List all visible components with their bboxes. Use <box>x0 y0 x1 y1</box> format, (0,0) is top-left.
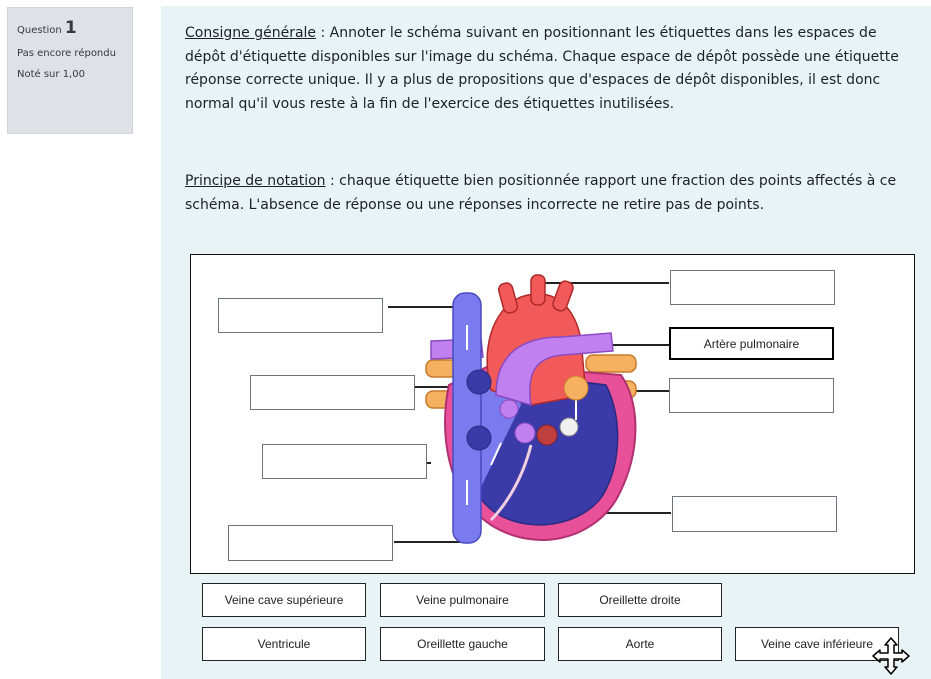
choice-oreillette-gauche[interactable]: Oreillette gauche <box>380 627 545 661</box>
valve-opening-lower <box>466 425 492 451</box>
drop-zone-2[interactable] <box>250 375 415 410</box>
aorta-branches <box>497 274 574 314</box>
choice-veine-cave-inferieure[interactable]: Veine cave inférieure <box>735 627 899 661</box>
instructions-general: Consigne générale : Annoter le schéma su… <box>185 22 920 116</box>
heart-diagram: Artère pulmonaire <box>190 254 915 574</box>
drop-zone-4[interactable] <box>228 525 393 561</box>
question-number: 1 <box>64 18 77 38</box>
choice-aorte[interactable]: Aorte <box>558 627 722 661</box>
choice-oreillette-droite[interactable]: Oreillette droite <box>558 583 722 617</box>
pulmonary-artery <box>495 332 614 407</box>
septum <box>489 444 533 522</box>
instructions-grading: Principe de notation : chaque étiquette … <box>185 170 920 217</box>
move-cursor-icon <box>872 637 910 675</box>
instructions-grading-heading: Principe de notation <box>185 173 326 189</box>
pulmonary-valve <box>499 399 519 419</box>
drop-zone-7[interactable] <box>672 496 837 532</box>
drop-zone-pulmonary-artery[interactable]: Artère pulmonaire <box>669 327 834 360</box>
instructions-grading-text: : chaque étiquette bien positionnée rapp… <box>185 173 897 213</box>
question-grade: Noté sur 1,00 <box>17 68 85 80</box>
pulmonary-vein-opening <box>563 375 589 401</box>
question-info-panel: Question 1 Pas encore répondu Noté sur 1… <box>7 7 133 134</box>
drop-zone-6[interactable] <box>669 378 834 413</box>
heart-illustration <box>388 274 671 544</box>
tricuspid-valve <box>514 422 536 444</box>
drop-zone-5[interactable] <box>670 270 835 305</box>
instructions-general-text: : Annoter le schéma suivant en positionn… <box>185 25 899 112</box>
mitral-valve <box>559 417 579 437</box>
valve-opening <box>466 369 492 395</box>
choice-ventricule[interactable]: Ventricule <box>202 627 366 661</box>
question-label: Question <box>17 25 62 36</box>
question-state: Pas encore répondu <box>17 47 116 59</box>
question-number-line: Question 1 <box>17 16 123 42</box>
aortic-valve <box>536 424 558 446</box>
choice-veine-pulmonaire[interactable]: Veine pulmonaire <box>380 583 545 617</box>
instructions-general-heading: Consigne générale <box>185 25 317 41</box>
drop-zone-3[interactable] <box>262 444 427 479</box>
drop-zone-1[interactable] <box>218 298 383 333</box>
choice-veine-cave-superieure[interactable]: Veine cave supérieure <box>202 583 366 617</box>
vena-cava <box>452 292 482 544</box>
